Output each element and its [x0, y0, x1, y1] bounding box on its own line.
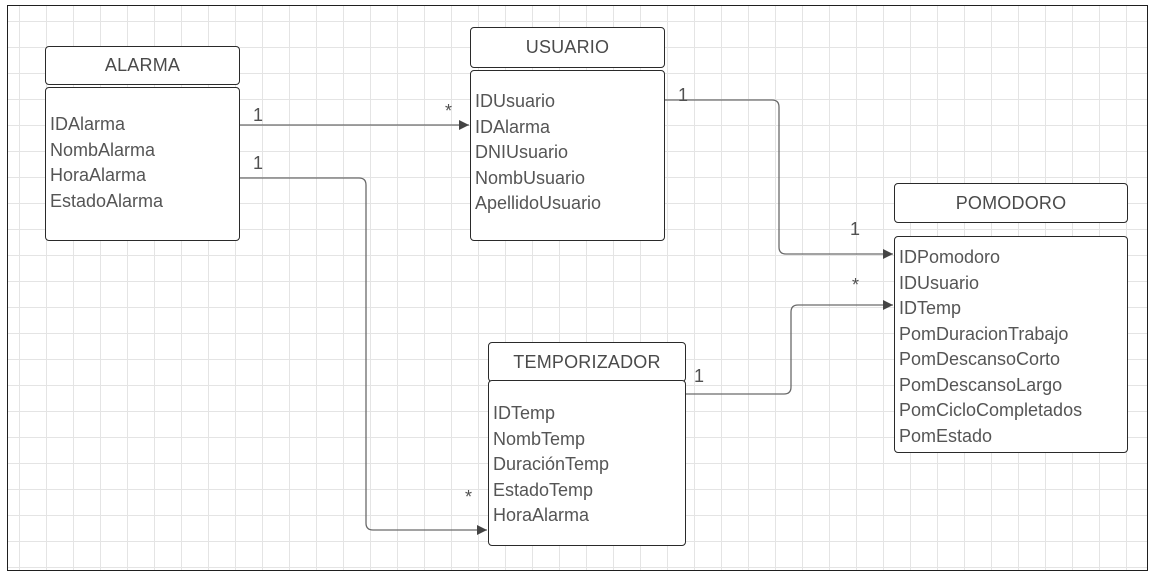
link-alarma-temporizador	[239, 177, 487, 535]
attribute: PomDescansoCorto	[899, 349, 1061, 369]
entity-temporizador-attributes: IDTemp NombTemp DuraciónTemp EstadoTemp …	[488, 380, 686, 546]
attribute: PomCicloCompletados	[899, 400, 1083, 420]
multiplicity-temporizador-pomodoro-target: *	[852, 275, 860, 295]
attribute: NombAlarma	[50, 139, 156, 160]
entity-usuario-header: USUARIO	[470, 27, 665, 68]
attribute: EstadoAlarma	[50, 190, 164, 211]
attribute: IDTemp	[493, 403, 556, 423]
entity-usuario-title: USUARIO	[525, 37, 610, 57]
link-temporizador-pomodoro	[685, 300, 893, 395]
attribute: NombUsuario	[475, 167, 586, 188]
entity-alarma-attributes: IDAlarma NombAlarma HoraAlarma EstadoAla…	[45, 87, 240, 241]
entity-temporizador[interactable]: TEMPORIZADOR IDTemp NombTemp DuraciónTem…	[488, 342, 686, 546]
relationship-lines	[239, 99, 893, 535]
entity-pomodoro-header: POMODORO	[894, 183, 1128, 223]
diagram-canvas: ALARMA IDAlarma NombAlarma HoraAlarma Es…	[7, 5, 1148, 571]
attribute: IDUsuario	[899, 272, 980, 293]
entity-pomodoro[interactable]: POMODORO IDPomodoro IDUsuario IDTemp Pom…	[894, 183, 1128, 453]
attribute: HoraAlarma	[50, 165, 147, 185]
attribute: PomDuracionTrabajo	[899, 323, 1069, 344]
attribute: IDAlarma	[475, 116, 551, 137]
entity-pomodoro-attributes: IDPomodoro IDUsuario IDTemp PomDuracionT…	[894, 236, 1128, 453]
entity-alarma[interactable]: ALARMA IDAlarma NombAlarma HoraAlarma Es…	[45, 46, 240, 242]
multiplicity-alarma-temporizador-source: 1	[253, 153, 264, 173]
attribute: DuraciónTemp	[493, 454, 610, 474]
attribute: DNIUsuario	[475, 142, 569, 162]
multiplicity-alarma-usuario-source: 1	[253, 105, 264, 125]
entity-temporizador-title: TEMPORIZADOR	[513, 351, 661, 372]
attribute: PomDescansoLargo	[899, 374, 1063, 395]
attribute: NombTemp	[493, 428, 586, 449]
entity-temporizador-header: TEMPORIZADOR	[488, 342, 686, 382]
entity-pomodoro-title: POMODORO	[955, 192, 1067, 213]
attribute: IDAlarma	[50, 114, 126, 134]
entity-usuario-attributes: IDUsuario IDAlarma DNIUsuario NombUsuari…	[470, 70, 665, 241]
multiplicity-usuario-pomodoro-target: 1	[850, 219, 861, 239]
multiplicity-alarma-temporizador-target: *	[465, 487, 473, 507]
attribute: IDTemp	[899, 298, 962, 318]
attribute: ApellidoUsuario	[475, 193, 602, 213]
attribute: HoraAlarma	[493, 505, 590, 525]
multiplicity-temporizador-pomodoro-source: 1	[694, 366, 705, 386]
attribute: PomEstado	[899, 425, 993, 446]
multiplicity-alarma-usuario-target: *	[445, 101, 453, 121]
entity-alarma-title: ALARMA	[104, 55, 181, 75]
entity-alarma-header: ALARMA	[45, 46, 240, 85]
attribute: IDPomodoro	[899, 247, 1001, 267]
entity-usuario[interactable]: USUARIO IDUsuario IDAlarma DNIUsuario No…	[470, 27, 665, 241]
link-usuario-pomodoro	[664, 99, 893, 259]
attribute: IDUsuario	[475, 91, 556, 111]
multiplicity-usuario-pomodoro-source: 1	[678, 85, 689, 105]
attribute: EstadoTemp	[493, 479, 594, 500]
